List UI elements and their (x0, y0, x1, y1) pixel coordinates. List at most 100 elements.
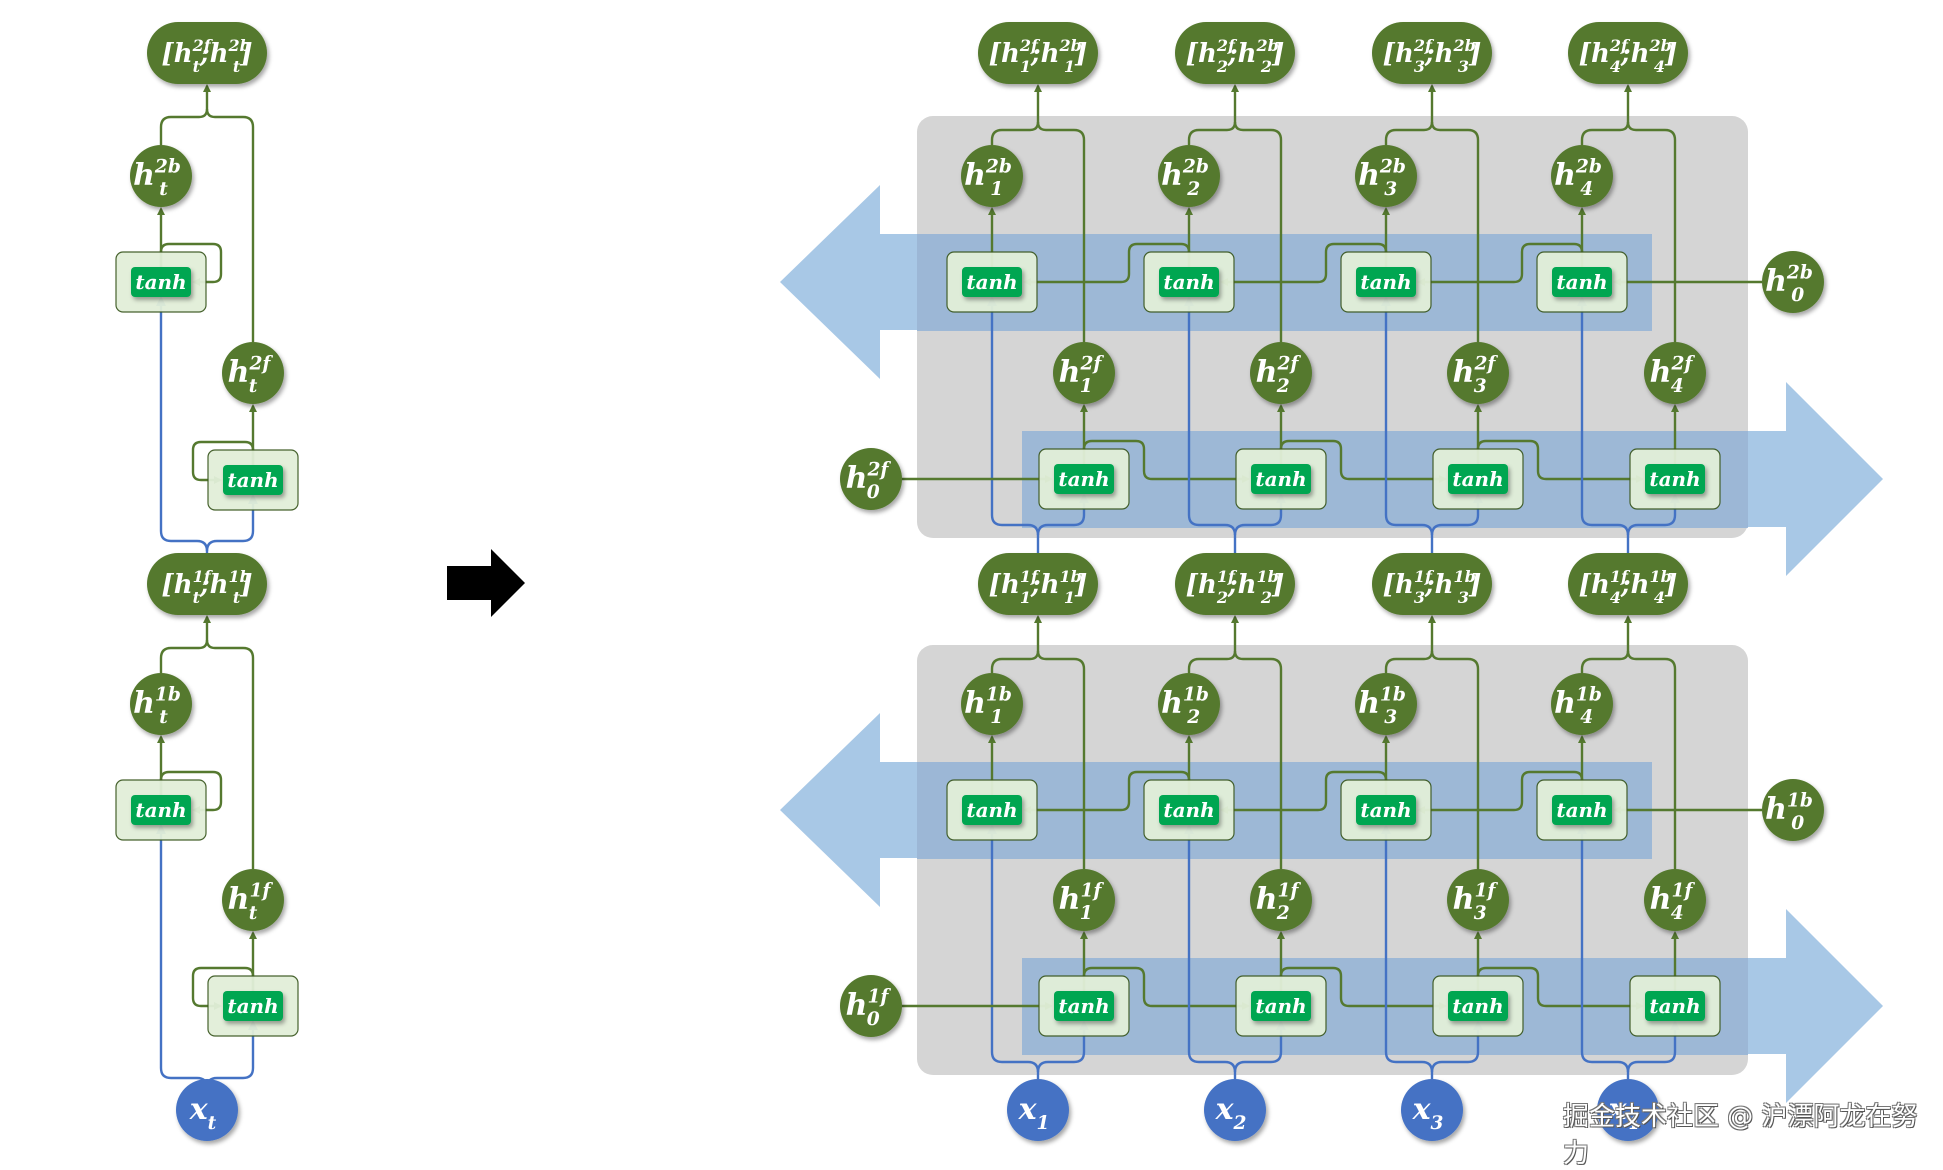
label-sub: 0 (1791, 813, 1804, 834)
layer1-concat-4-shape (1568, 553, 1688, 615)
input-x-3-label: x3 (1412, 1092, 1444, 1134)
layer2-backward-tanh-1-label: tanh (966, 270, 1017, 294)
label-sup: 1b (1650, 567, 1672, 586)
input-x-2-label: x2 (1215, 1092, 1247, 1134)
label-sup: 2f (192, 36, 214, 55)
input-x-4-shape (1597, 1079, 1659, 1141)
label-sub: 3 (1458, 588, 1469, 607)
layer2-forward-tanh-3-unit (1448, 464, 1508, 494)
label-sub: 2 (1216, 57, 1228, 76)
folded-layer1-backward-to-concat (159, 615, 211, 673)
label-sub: t (159, 179, 168, 200)
folded-layer1-forward-tanh: tanh (207, 975, 299, 1037)
folded-layer1-backward-tanh-unit (131, 795, 191, 825)
label-base: h (1650, 355, 1672, 390)
label-sub: t (233, 57, 241, 76)
layer2-backward-state-3-shape (1355, 145, 1417, 207)
label-sub: 1 (990, 707, 1003, 728)
input-x-2-shape (1204, 1079, 1266, 1141)
label-punct: ; (1227, 39, 1238, 69)
layer1-forward-to-concat-3 (1430, 650, 1480, 869)
folded-layer2-forward-to-concat (205, 108, 255, 342)
input-x-3: x3 (1401, 1079, 1463, 1141)
layer1-forward-state-4-shape (1644, 869, 1706, 931)
folded-input-x-t: xt (176, 1079, 238, 1141)
layer1-backward-tanh-4-unit (1552, 795, 1612, 825)
layer2-forward-direction-arrow (1700, 382, 1883, 576)
layer1-backward-tanh-3: tanh (1340, 779, 1432, 841)
layer1-forward-tanh-1-label: tanh (1058, 994, 1109, 1018)
label-sup: 2f (866, 459, 891, 480)
layer1-initial-forward-state-shape (840, 975, 902, 1037)
background-layer (780, 116, 1883, 1103)
folded-layer1-backward-tanh-label: tanh (135, 798, 186, 822)
layer2-input-to-forward-4 (1626, 493, 1680, 536)
label-base: h (1059, 355, 1081, 390)
label-punct: ] (1664, 39, 1677, 69)
label-base: h (1358, 158, 1380, 193)
unfold-arrow-icon (447, 549, 525, 617)
label-sup: 1b (155, 684, 181, 705)
label-sup: 2b (1649, 36, 1672, 55)
layer2-forward-state-2-shape (1250, 342, 1312, 404)
label-sup: 2b (1256, 36, 1279, 55)
label-sup: 2f (1413, 36, 1435, 55)
layer2-forward-tanh-1-label: tanh (1058, 467, 1109, 491)
layer2-backward-tanh-2-label: tanh (1163, 270, 1214, 294)
label-base: [ (161, 570, 174, 600)
label-sub: t (249, 376, 258, 397)
layer1-forward-tanh-2: tanh (1235, 975, 1327, 1037)
label-punct: ; (199, 570, 210, 600)
input-x-1-shape (1007, 1079, 1069, 1141)
label-sup: 1f (1080, 880, 1104, 901)
label-sub: 1 (1080, 903, 1093, 924)
layer1-backward-recurrent-4-3 (1417, 770, 1584, 814)
layer1-input-to-forward-2 (1233, 1020, 1286, 1073)
input-x-1: x1 (1007, 1079, 1069, 1141)
label-base: h (1041, 570, 1060, 600)
label-sup: 2f (1609, 36, 1631, 55)
folded-layer2-backward-self-loop (159, 242, 223, 286)
label-punct: ] (1664, 570, 1677, 600)
label-sub: 2 (1276, 376, 1290, 397)
layer2-forward-tanh-3: tanh (1432, 448, 1524, 510)
label-base: h (1001, 570, 1020, 600)
layer1-backward-tanh-4: tanh (1536, 779, 1628, 841)
label-sub: t (193, 588, 201, 607)
label-base: x (1608, 1092, 1628, 1127)
label-sup: 1b (1257, 567, 1279, 586)
layer1-backward-state-4-shape (1551, 673, 1613, 735)
layer2-forward-tanh-2: tanh (1235, 448, 1327, 510)
label-base: h (1765, 264, 1787, 299)
label-base: h (1238, 39, 1257, 69)
layer1-initial-backward-state-shape (1762, 779, 1824, 841)
label-sup: 1b (229, 567, 251, 586)
layer2-forward-to-concat-2 (1233, 121, 1283, 342)
layer2-backward-state-4-shape (1551, 145, 1613, 207)
folded-layer2-backward-tanh-label: tanh (135, 270, 186, 294)
label-punct: ] (1074, 570, 1087, 600)
layer2-backward-tanh-3: tanh (1340, 251, 1432, 313)
label-sup: 1b (1380, 684, 1406, 705)
input-x-3-shape (1401, 1079, 1463, 1141)
layer1-backward-state-3-shape (1355, 673, 1417, 735)
label-sub: 3 (1414, 588, 1425, 607)
label-punct: ] (1468, 570, 1481, 600)
label-sup: 1f (1414, 567, 1435, 586)
label-sup: 2f (1670, 353, 1695, 374)
label-sub: 4 (1610, 57, 1621, 76)
label-base: [ (989, 570, 1002, 600)
